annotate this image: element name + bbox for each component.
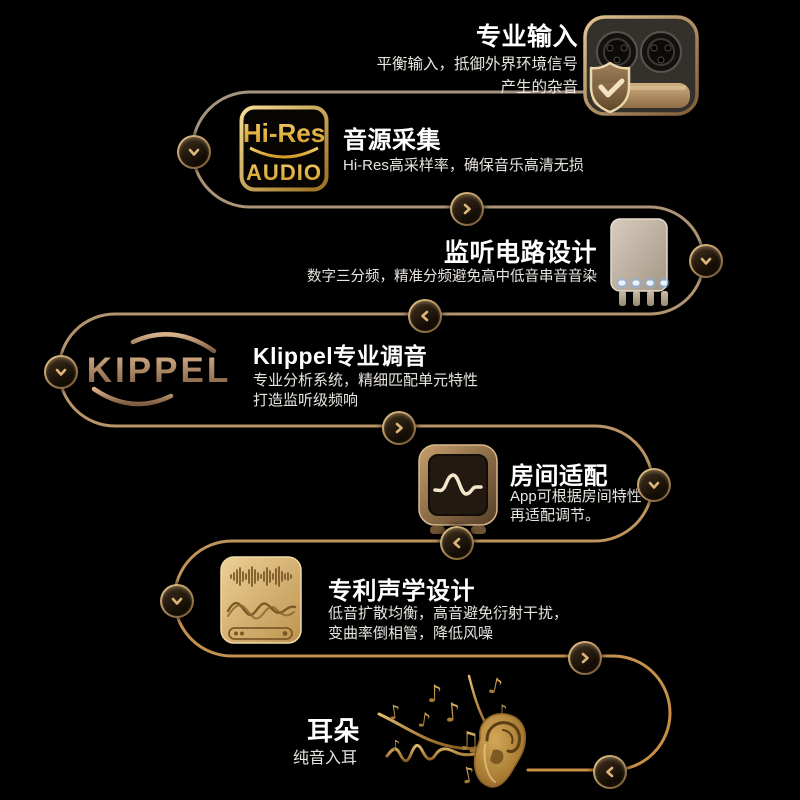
chevron-right-icon <box>395 422 403 434</box>
desc-line: 变曲率倒相管，降低风噪 <box>328 625 494 642</box>
slider-pill <box>228 627 293 640</box>
ear-title: 耳朵 <box>307 716 361 746</box>
dsp-chip-icon <box>610 218 670 306</box>
flow-chevron-badge <box>382 411 416 445</box>
seismic-wave <box>385 744 482 763</box>
flow-chevron-badge <box>568 641 602 675</box>
flow-chevron-badge <box>44 355 78 389</box>
room-foot <box>430 526 445 534</box>
chip-legs <box>619 291 668 306</box>
flow-chevron-badge <box>408 299 442 333</box>
acoustic-waveform-icon <box>220 556 302 644</box>
klippel-logo-arc-bottom <box>91 386 174 407</box>
flow-chevron-badge <box>177 135 211 169</box>
music-note-icon: ♪ <box>386 699 402 725</box>
music-note-icon: ♪ <box>427 680 442 708</box>
music-note-icon: ♪ <box>443 698 462 729</box>
flow-chevron-badge <box>160 584 194 618</box>
desc-line: 产生的杂音 <box>500 79 578 96</box>
shield-check-icon <box>589 61 631 114</box>
klippel-logo-text: KIPPEL <box>87 351 231 390</box>
chevron-down-icon <box>55 368 67 376</box>
chevron-down-icon <box>700 257 712 265</box>
flow-chevron-badge <box>637 468 671 502</box>
chevron-left-icon <box>606 766 614 778</box>
chevron-down-icon <box>648 481 660 489</box>
klippel-logo: KIPPEL <box>87 332 231 407</box>
music-note-icon: ♪ <box>459 762 478 789</box>
desc-line: 数字三分频，精准分频避免高中低音串音音染 <box>307 269 597 285</box>
desc-line: 低音扩散均衡，高音避免衍射干扰， <box>328 605 569 622</box>
xlr-connector-left <box>596 31 638 73</box>
room-foot <box>471 526 486 534</box>
desc-line: 再适配调节。 <box>510 507 601 524</box>
chip-leds <box>616 277 670 289</box>
ear-desc: 纯音入耳 <box>293 749 357 769</box>
desc-line: App可根据房间特性 <box>510 488 642 505</box>
hires-audio-logo: Hi-Res AUDIO <box>239 105 329 192</box>
hires-logo-text-bottom: AUDIO <box>246 160 322 185</box>
klippel-tuning-title: Klippel专业调音 <box>253 343 428 369</box>
chevron-down-icon <box>171 597 183 605</box>
hires-logo-text-top: Hi-Res <box>243 118 325 148</box>
ear-shape <box>473 713 527 788</box>
room-eq-icon <box>418 444 498 534</box>
desc-line: Hi-Res高采样率，确保音乐高清无损 <box>343 157 584 174</box>
room-adaptation-title: 房间适配 <box>510 463 608 490</box>
klippel-logo-arc-top <box>130 332 217 354</box>
room-wave-line <box>433 473 483 496</box>
flow-chevron-badge <box>689 244 723 278</box>
acoustic-design-desc: 低音扩散均衡，高音避免衍射干扰， 变曲率倒相管，降低风噪 <box>328 604 568 644</box>
desc-line: 纯音入耳 <box>293 750 358 767</box>
professional-input-desc: 平衡输入，抵御外界环境信号 产生的杂音 <box>376 53 578 99</box>
audio-source-title: 音源采集 <box>343 127 441 154</box>
music-note-icon: ♪ <box>486 673 505 700</box>
desc-line: 专业分析系统，精细匹配单元特性 <box>253 372 479 389</box>
monitor-circuit-title: 监听电路设计 <box>443 239 597 267</box>
hires-logo-arc <box>249 146 319 159</box>
flow-chevron-badge <box>440 526 474 560</box>
desc-line: 打造监听级频响 <box>253 392 359 409</box>
music-note-icon: ♪ <box>416 707 432 733</box>
klippel-tuning-desc: 专业分析系统，精细匹配单元特性 打造监听级频响 <box>253 371 478 411</box>
chevron-right-icon <box>581 652 589 664</box>
chevron-right-icon <box>463 203 471 215</box>
music-note-icon: ♪ <box>391 738 400 754</box>
soundbar-waveform <box>230 566 292 587</box>
flow-chevron-badge <box>593 755 627 789</box>
music-notes: ♪ ♪ ♪ ♪ ♫ ♪ ♪ ♪ ♪ <box>386 673 507 789</box>
acoustic-design-title: 专利声学设计 <box>328 578 475 605</box>
audio-source-desc: Hi-Res高采样率，确保音乐高清无损 <box>343 156 584 176</box>
music-note-icon: ♫ <box>457 727 480 757</box>
ear-music-icon: ♪ ♪ ♪ ♪ ♫ ♪ ♪ ♪ ♪ <box>377 673 527 790</box>
professional-input-title: 专业输入 <box>475 23 578 51</box>
chevron-down-icon <box>188 148 200 156</box>
chevron-left-icon <box>421 310 429 322</box>
xlr-connector-right <box>640 31 682 73</box>
chevron-left-icon <box>453 537 461 549</box>
monitor-circuit-desc: 数字三分频，精准分频避免高中低音串音音染 <box>307 267 597 287</box>
desc-line: 平衡输入，抵御外界环境信号 <box>376 56 578 73</box>
music-note-icon: ♪ <box>497 701 507 720</box>
flow-chevron-badge <box>450 192 484 226</box>
room-adaptation-desc: App可根据房间特性 再适配调节。 <box>510 487 642 525</box>
sine-wave <box>227 604 295 620</box>
xlr-input-shield-icon <box>583 15 699 116</box>
